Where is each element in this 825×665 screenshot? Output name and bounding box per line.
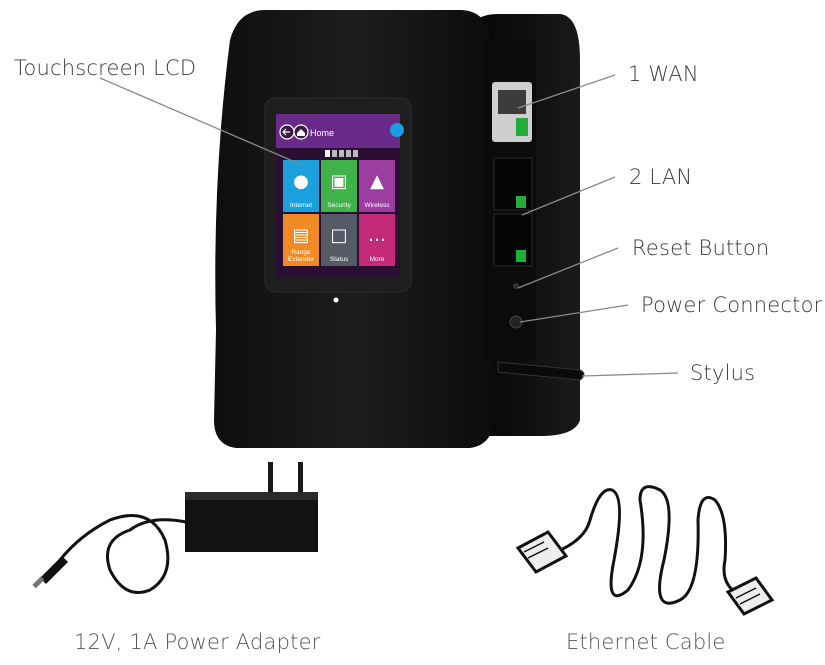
- wan-port: [492, 82, 532, 142]
- tile-security: ▣ Security: [321, 160, 357, 212]
- tile-more: … More: [359, 214, 395, 266]
- adapter-plug: [40, 556, 68, 584]
- status-icon: □: [330, 225, 347, 246]
- globe-icon: ●: [293, 171, 309, 192]
- tile-label: Security: [327, 202, 351, 209]
- leader-wan: [517, 74, 616, 109]
- ethernet-cable: [515, 485, 775, 616]
- touchscreen-lcd: Home ● Internet ▣ Security ▲ Wireless ▤ RangeEx…: [264, 97, 412, 293]
- label-touchscreen-lcd: Touchscreen LCD: [14, 56, 197, 80]
- tile-label: Status: [330, 256, 349, 263]
- leader-lines: [99, 74, 679, 377]
- power-led: [333, 297, 339, 303]
- leader-touchscreen: [99, 77, 303, 166]
- rj45-connector: [725, 576, 775, 616]
- label-power-connector: Power Connector: [641, 293, 823, 317]
- stylus: [497, 361, 585, 381]
- leader-reset: [517, 247, 619, 289]
- tile-wireless: ▲ Wireless: [359, 160, 395, 212]
- adapter-body: [185, 492, 318, 552]
- label-lan: 2 LAN: [629, 165, 693, 189]
- cable-wire: [555, 485, 741, 605]
- lan-port: [493, 213, 533, 267]
- caption-power-adapter: 12V, 1A Power Adapter: [74, 630, 321, 654]
- antenna-icon: ▲: [370, 171, 384, 192]
- adapter-cable: [58, 514, 187, 594]
- adapter-prong: [268, 462, 273, 498]
- signal-bars: [325, 150, 358, 157]
- caption-ethernet-cable: Ethernet Cable: [566, 630, 726, 654]
- label-stylus: Stylus: [690, 361, 756, 385]
- leader-stylus: [581, 372, 679, 377]
- tile-label: Wireless: [365, 202, 391, 209]
- tile-label: Extender: [288, 256, 315, 263]
- power-adapter: [32, 462, 318, 594]
- tile-internet: ● Internet: [283, 160, 319, 212]
- screen-tiles: ● Internet ▣ Security ▲ Wireless ▤ RangeExtende…: [283, 160, 395, 266]
- wifi-icon: [390, 123, 404, 137]
- tile-label: More: [370, 256, 385, 263]
- leader-lan: [521, 176, 616, 216]
- label-wan: 1 WAN: [628, 62, 699, 86]
- screen-header-title: Home: [310, 128, 334, 138]
- tile-label: Range: [291, 249, 311, 256]
- tile-status: □ Status: [321, 214, 357, 266]
- lock-icon: ▣: [330, 171, 347, 192]
- more-icon: …: [368, 225, 386, 246]
- leader-power: [519, 304, 629, 323]
- extender-icon: ▤: [292, 225, 309, 246]
- tile-label: Internet: [290, 202, 312, 209]
- label-reset-button: Reset Button: [632, 236, 770, 260]
- adapter-prong: [298, 462, 303, 498]
- lan-port: [493, 157, 533, 211]
- rj45-connector: [515, 530, 569, 574]
- reset-button: [513, 283, 519, 289]
